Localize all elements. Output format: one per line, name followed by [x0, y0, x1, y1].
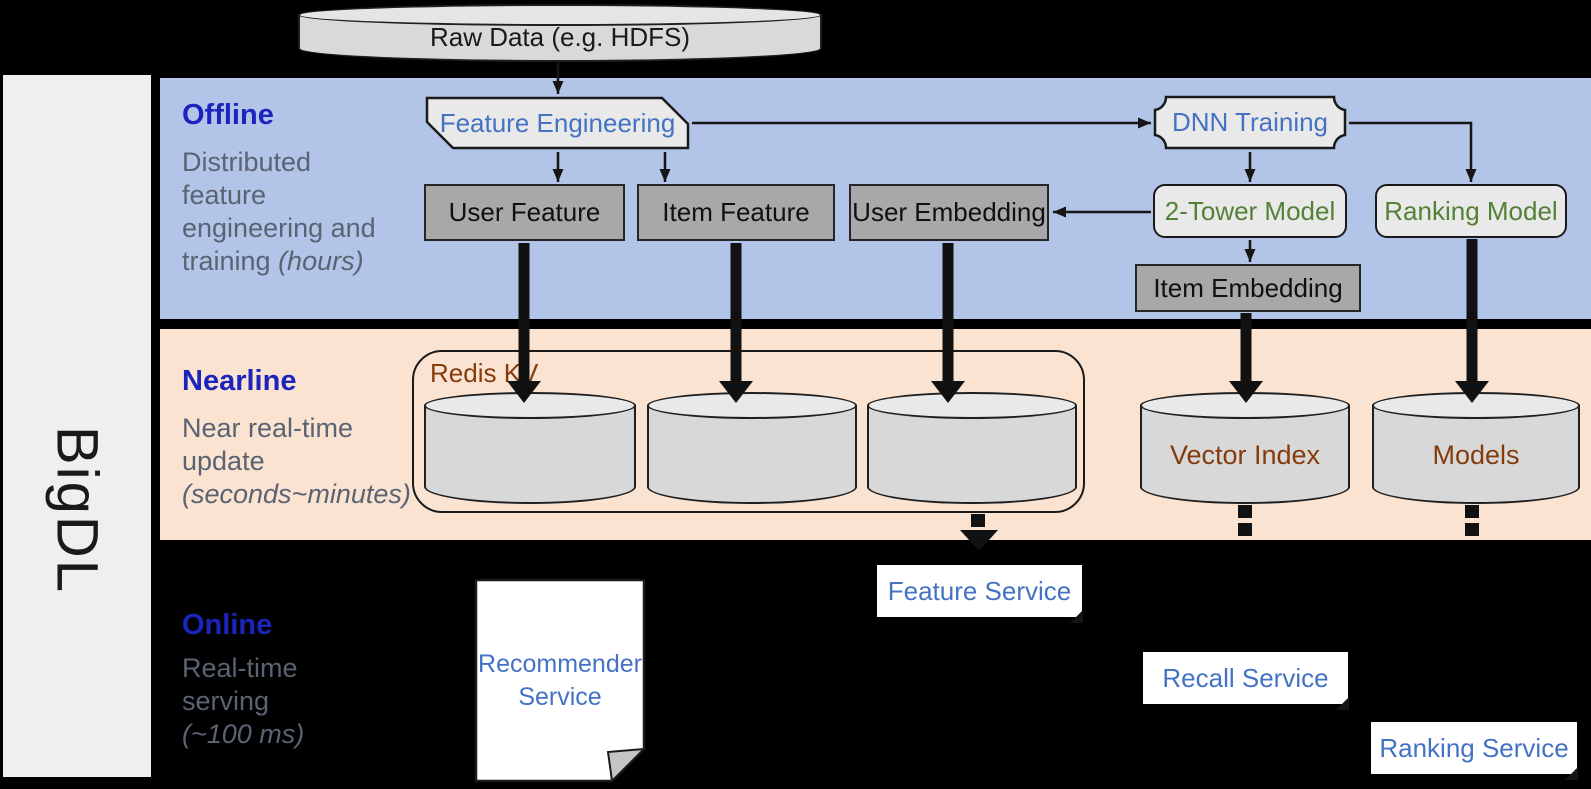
feature-engineering-box: Feature Engineering	[425, 96, 690, 150]
recall-service-box: Recall Service	[1143, 652, 1349, 710]
feature-service-label: Feature Service	[887, 575, 1072, 606]
offline-desc-italic: (hours)	[278, 246, 364, 276]
vector-index-label: Vector Index	[1169, 439, 1321, 470]
folded-corner-icon	[1336, 697, 1349, 710]
ranking-service-label: Ranking Service	[1379, 732, 1569, 763]
item-embedding-label: Item Embedding	[1153, 272, 1343, 303]
bigdl-label: BigDL	[44, 426, 110, 594]
redis-cylinder-1-top	[424, 392, 636, 419]
vector-index-store: Vector Index	[1140, 392, 1350, 504]
models-cylinder-body	[1372, 405, 1580, 504]
models-store: Models	[1372, 392, 1580, 504]
user-feature-label: User Feature	[448, 197, 601, 227]
offline-desc-text: Distributed feature engineering and trai…	[182, 147, 376, 276]
redis-cylinder-2-top	[647, 392, 857, 419]
feature-engineering-label: Feature Engineering	[439, 107, 676, 138]
raw-data-label: Raw Data (e.g. HDFS)	[429, 21, 691, 52]
dnn-training-label: DNN Training	[1171, 107, 1329, 137]
online-desc-italic: (~100 ms)	[182, 719, 305, 749]
ranking-model-label: Ranking Model	[1384, 195, 1558, 226]
redis-cylinder-1	[424, 392, 636, 504]
item-embedding-box: Item Embedding	[1135, 264, 1361, 312]
recommender-service-label: Recommender Service	[478, 650, 642, 711]
online-desc-text: Real-time serving	[182, 653, 298, 716]
redis-cylinder-1-body	[424, 405, 636, 504]
recommender-service-doc: Recommender Service	[474, 578, 646, 783]
offline-title: Offline	[182, 99, 274, 131]
offline-description: Distributed feature engineering and trai…	[182, 146, 402, 278]
item-feature-box: Item Feature	[637, 184, 835, 241]
feature-service-box: Feature Service	[877, 565, 1083, 623]
redis-cylinder-2	[647, 392, 857, 504]
online-title: Online	[182, 609, 273, 641]
feature-engineering-shape	[425, 96, 690, 150]
redis-kv-label: Redis KV	[430, 358, 539, 388]
user-embedding-label: User Embedding	[852, 197, 1046, 227]
raw-data-cylinder-top	[298, 4, 822, 26]
ranking-service-box: Ranking Service	[1371, 722, 1578, 780]
two-tower-model-label: 2-Tower Model	[1164, 195, 1336, 226]
redis-cylinder-3	[867, 392, 1077, 504]
nearline-description: Near real-time update (seconds~minutes)	[182, 412, 411, 511]
folded-corner-icon	[1565, 767, 1578, 780]
redis-cylinder-3-top	[867, 392, 1077, 419]
folded-corner-icon	[1070, 610, 1083, 623]
raw-data-store: Raw Data (e.g. HDFS)	[298, 4, 822, 62]
user-feature-box: User Feature	[424, 184, 625, 241]
redis-kv-container	[412, 350, 1085, 513]
vector-index-cylinder-body	[1140, 405, 1350, 504]
nearline-desc-text: Near real-time update	[182, 413, 354, 476]
redis-cylinder-3-body	[867, 405, 1077, 504]
bigdl-sidebar: BigDL	[3, 75, 151, 777]
dnn-training-shape	[1153, 95, 1347, 150]
redis-cylinder-2-body	[647, 405, 857, 504]
online-description: Real-time serving (~100 ms)	[182, 652, 312, 751]
item-feature-label: Item Feature	[662, 197, 810, 227]
recall-service-label: Recall Service	[1162, 662, 1329, 693]
two-tower-model-box: 2-Tower Model	[1153, 184, 1347, 238]
nearline-desc-italic: (seconds~minutes)	[182, 479, 411, 509]
recommender-service-shape	[474, 578, 646, 783]
user-embedding-box: User Embedding	[849, 184, 1049, 241]
nearline-title: Nearline	[182, 365, 297, 397]
ranking-model-box: Ranking Model	[1375, 184, 1567, 238]
dnn-training-box: DNN Training	[1153, 95, 1347, 150]
models-label: Models	[1432, 439, 1520, 470]
